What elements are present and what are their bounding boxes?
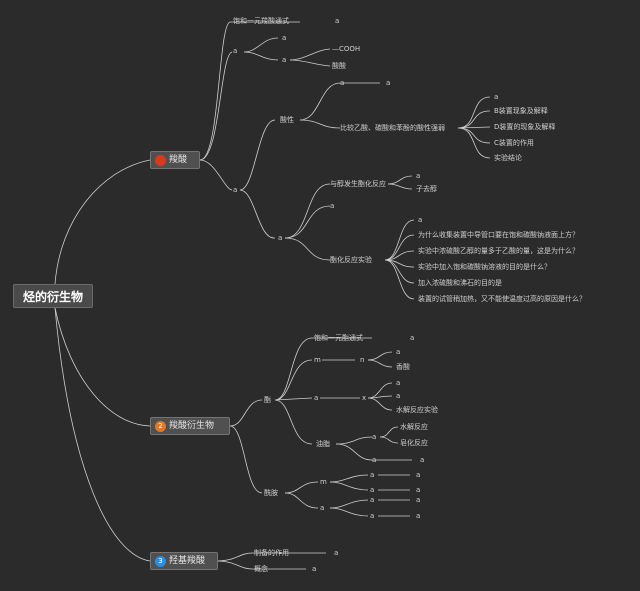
node-leaf[interactable]: a <box>416 471 421 479</box>
branch-carboxylic-acid[interactable]: 羧酸 <box>150 151 200 169</box>
node-leaf[interactable]: n <box>360 356 365 364</box>
node-leaf[interactable]: a <box>396 379 401 387</box>
node-experiment[interactable]: 酯化反应实验 <box>330 256 372 264</box>
node-leaf[interactable]: a <box>420 456 425 464</box>
node-leaf[interactable]: a <box>340 79 345 87</box>
branch-label: 羧酸衍生物 <box>169 421 215 431</box>
badge-icon: 3 <box>155 555 166 567</box>
node-leaf[interactable]: a <box>314 394 319 402</box>
node-sub[interactable]: 实验结论 <box>494 154 522 162</box>
node-leaf[interactable]: a <box>416 496 421 504</box>
node-leaf[interactable]: a <box>370 496 375 504</box>
node-leaf[interactable]: a <box>410 334 415 342</box>
node-question[interactable]: a <box>418 216 423 224</box>
node-hydrolysis[interactable]: 水解反应实验 <box>396 406 438 414</box>
node-question[interactable]: 实验中加入饱和碳酸钠溶液的目的是什么？ <box>418 263 551 271</box>
node-fat-hydrolysis[interactable]: 水解反应 <box>400 423 428 431</box>
node-leaf[interactable]: a <box>370 486 375 494</box>
branch-label: 羟基羧酸 <box>169 556 206 566</box>
node-cooh[interactable]: —COOH <box>332 45 361 53</box>
node-qz[interactable]: 子去醇 <box>416 185 437 193</box>
node-xiang[interactable]: 香酸 <box>396 363 410 371</box>
node-question[interactable]: 实验中浓硫酸乙醇的量多于乙酸的量，这是为什么？ <box>418 247 579 255</box>
node-compare[interactable]: 比较乙酸、碳酸和苯酚的酸性强弱 <box>340 124 445 132</box>
branch-hydroxy-acid[interactable]: 3 羟基羧酸 <box>150 552 218 570</box>
node-leaf[interactable]: a <box>320 504 325 512</box>
node-leaf[interactable]: a <box>370 471 375 479</box>
node-leaf[interactable]: a <box>335 17 340 25</box>
node-question[interactable]: 加入浓硫酸和沸石的目的是 <box>418 279 502 287</box>
node-nature[interactable]: 概念 <box>254 565 268 573</box>
node-leaf[interactable]: m <box>320 478 327 486</box>
node-prep[interactable]: 制备的作用 <box>254 549 289 557</box>
node-leaf[interactable]: a <box>312 565 317 573</box>
node-amide[interactable]: 酰胺 <box>264 489 278 497</box>
node-question[interactable]: 为什么收集装置中导管口要在饱和碳酸钠液面上方？ <box>418 231 579 239</box>
node-leaf[interactable]: a <box>396 348 401 356</box>
node-leaf[interactable]: a <box>278 234 283 242</box>
node-leaf[interactable]: a <box>233 47 238 55</box>
node-leaf[interactable]: a <box>330 202 335 210</box>
node-sub[interactable]: a <box>494 93 499 101</box>
node-leaf[interactable]: a <box>416 172 421 180</box>
node-sub[interactable]: D装置的现象及解释 <box>494 123 556 131</box>
node-leaf[interactable]: a <box>372 433 377 441</box>
node-leaf[interactable]: a <box>416 486 421 494</box>
node-acidity[interactable]: 酸性 <box>280 116 294 124</box>
node-leaf[interactable]: a <box>416 512 421 520</box>
node-formula[interactable]: 饱和一元酯通式 <box>314 334 363 342</box>
badge-icon: 2 <box>155 420 166 432</box>
node-formula[interactable]: 饱和一元羧酸通式 <box>233 17 289 25</box>
branch-label: 羧酸 <box>169 155 188 165</box>
node-question[interactable]: 装置的试管稍加热，又不能使温度过高的原因是什么？ <box>418 295 586 303</box>
node-saponification[interactable]: 皂化反应 <box>400 439 428 447</box>
node-ester[interactable]: 酯 <box>264 396 271 404</box>
root-node[interactable]: 烃的衍生物 <box>13 284 93 308</box>
badge-icon <box>155 154 166 166</box>
node-leaf[interactable]: m <box>314 356 321 364</box>
node-sub[interactable]: C装置的作用 <box>494 139 534 147</box>
node-sub[interactable]: B装置现象及解释 <box>494 107 548 115</box>
node-esterify[interactable]: 与醇发生酯化反应 <box>330 180 386 188</box>
node-fat[interactable]: 油脂 <box>316 440 330 448</box>
branch-carboxylic-derivative[interactable]: 2 羧酸衍生物 <box>150 417 230 435</box>
node-acid[interactable]: 酸酸 <box>332 62 346 70</box>
node-leaf[interactable]: a <box>282 56 287 64</box>
node-leaf[interactable]: x <box>362 394 367 402</box>
node-leaf[interactable]: a <box>396 392 401 400</box>
node-leaf[interactable]: a <box>233 186 238 194</box>
node-leaf[interactable]: a <box>282 34 287 42</box>
node-leaf[interactable]: a <box>386 79 391 87</box>
node-leaf[interactable]: a <box>372 456 377 464</box>
node-leaf[interactable]: a <box>370 512 375 520</box>
node-leaf[interactable]: a <box>334 549 339 557</box>
